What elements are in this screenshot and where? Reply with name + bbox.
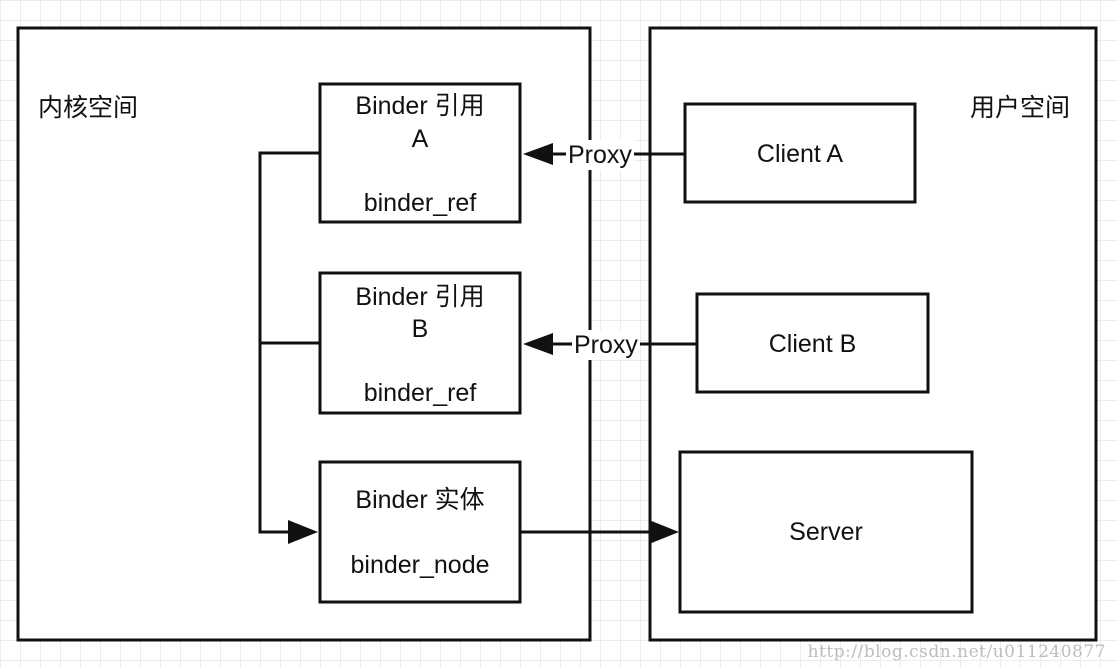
binder-ref-a-letter: A — [411, 125, 429, 153]
binder-ref-a-title: Binder 引用 — [355, 92, 485, 120]
binder-entity-title: Binder 实体 — [355, 486, 485, 514]
binder-entity-struct: binder_node — [350, 551, 490, 579]
binder-ref-b-title: Binder 引用 — [355, 283, 485, 311]
server-label: Server — [789, 518, 863, 546]
proxy-a-label: Proxy — [566, 140, 634, 170]
binder-ref-a-struct: binder_ref — [363, 189, 477, 217]
client-a-label: Client A — [756, 140, 844, 168]
binder-entity-box — [318, 460, 522, 604]
proxy-b-arrowhead — [523, 333, 553, 355]
binder-ref-a-box — [318, 82, 522, 224]
kernel-space-title: 内核空间 — [38, 94, 139, 122]
entity-arrowhead — [288, 520, 318, 544]
server-arrowhead — [649, 520, 679, 544]
server-box — [678, 450, 974, 614]
client-b-label: Client B — [768, 330, 857, 358]
watermark-text: http://blog.csdn.net/u011240877 — [807, 642, 1106, 662]
client-a-box — [683, 102, 917, 204]
binder-ref-b-struct: binder_ref — [363, 379, 477, 407]
binder-ref-b-box — [318, 271, 522, 415]
proxy-b-label: Proxy — [572, 330, 640, 360]
proxy-a-arrowhead — [523, 143, 553, 165]
binder-ref-b-letter: B — [411, 315, 429, 343]
user-space-title: 用户空间 — [970, 94, 1071, 122]
